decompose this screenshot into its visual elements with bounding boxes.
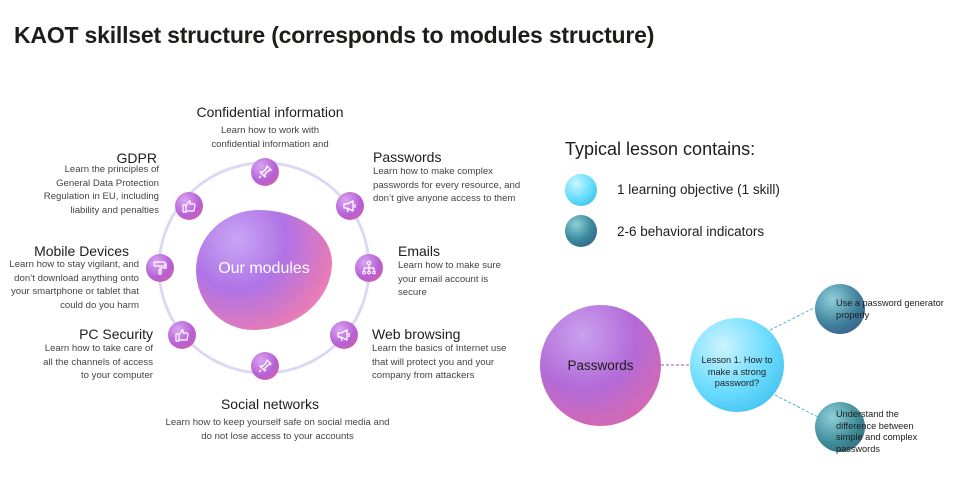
thumbs-up-icon	[168, 321, 196, 349]
module-title-web: Web browsing	[372, 326, 461, 342]
connector-lesson-indicator-1	[769, 305, 819, 331]
module-title-gdpr: GDPR	[116, 150, 157, 166]
example-indicator-circle-1	[815, 284, 865, 334]
megaphone-icon	[336, 192, 364, 220]
module-title-emails: Emails	[398, 243, 441, 259]
paint-roller-icon	[146, 254, 174, 282]
megaphone-icon	[330, 321, 358, 349]
module-title-pc: PC Security	[79, 326, 153, 342]
module-desc-mobile: Learn how to stay vigilant, and don’t do…	[9, 259, 139, 311]
page-title: KAOT skillset structure (corresponds to …	[14, 22, 655, 48]
module-desc-social: Learn how to keep yourself safe on socia…	[165, 417, 390, 442]
module-desc-pc: Learn how to take care of all the channe…	[43, 343, 153, 381]
module-desc-confidential: Learn how to work with confidential info…	[211, 125, 329, 150]
module-desc-emails: Learn how to make sure your email accoun…	[398, 260, 501, 298]
module-title-confidential: Confidential information	[196, 104, 344, 120]
example-module-label: Passwords	[567, 358, 634, 373]
typical-lesson-heading: Typical lesson contains:	[565, 139, 756, 159]
module-desc-gdpr: Learn the principles of General Data Pro…	[43, 164, 159, 216]
pin-icon	[251, 352, 279, 380]
module-title-passwords: Passwords	[373, 149, 442, 165]
legend-label-objective: 1 learning objective (1 skill)	[617, 182, 780, 197]
module-title-mobile: Mobile Devices	[34, 243, 129, 259]
module-desc-passwords: Learn how to make complex passwords for …	[373, 166, 521, 204]
network-icon	[355, 254, 383, 282]
example-lesson-label: Lesson 1. How to make a strong password?	[701, 355, 773, 388]
example-indicator-label-2: Understand the difference between simple…	[836, 409, 918, 454]
legend-dot-indicators	[565, 215, 597, 247]
example-indicator-label-1: Use a password generator properly	[836, 298, 944, 320]
example-indicator-circle-2	[815, 402, 865, 452]
example-module-circle	[540, 305, 661, 426]
legend-label-indicators: 2-6 behavioral indicators	[617, 224, 765, 239]
legend-dot-objective	[565, 174, 597, 206]
module-desc-web: Learn the basics of Internet use that wi…	[372, 343, 507, 381]
module-title-social: Social networks	[220, 396, 320, 412]
connector-lesson-indicator-2	[774, 394, 821, 419]
example-lesson-circle	[690, 318, 784, 412]
modules-center-label: Our modules	[218, 260, 310, 277]
pin-icon	[251, 158, 279, 186]
thumbs-up-icon	[175, 192, 203, 220]
